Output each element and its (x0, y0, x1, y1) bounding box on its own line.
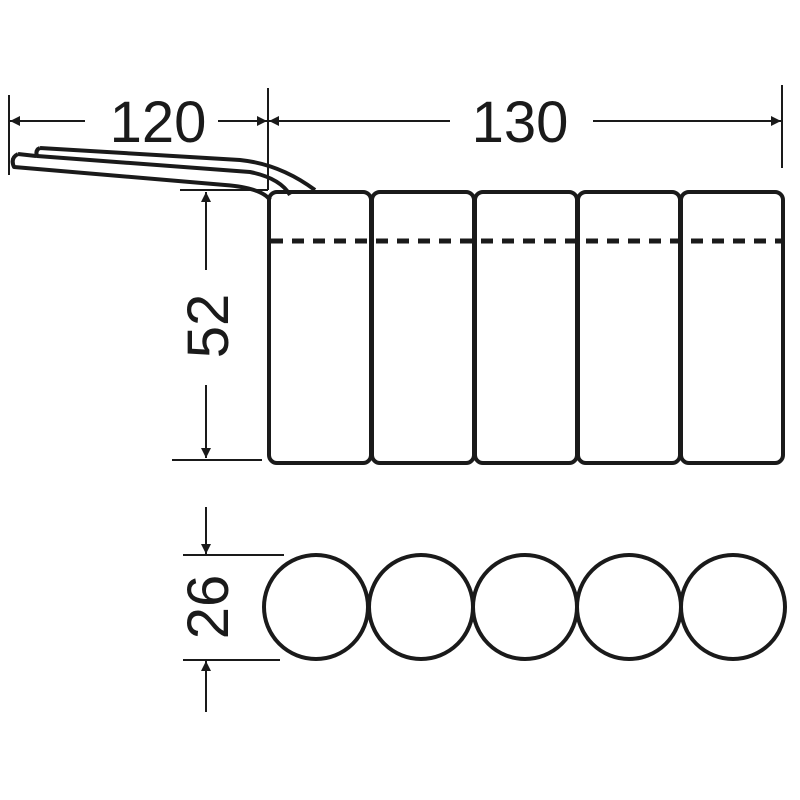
pack-length-dimension: 130 (269, 85, 783, 168)
cell-end-5 (679, 553, 787, 661)
lead-wire-outline (10, 146, 317, 202)
cells-side-view (267, 190, 785, 465)
cell-end-3 (471, 553, 579, 661)
lead-length-dimension: 120 (8, 88, 269, 190)
lead-length-label: 120 (110, 90, 207, 155)
cell-diameter-dimension: 26 (176, 507, 284, 712)
cell-side-4 (576, 190, 682, 465)
cells-end-view (262, 553, 787, 661)
cell-end-2 (367, 553, 475, 661)
lead-wires (10, 146, 317, 202)
cell-height-label: 52 (176, 294, 241, 359)
cell-side-5 (679, 190, 785, 465)
cell-end-4 (575, 553, 683, 661)
pack-length-label: 130 (472, 90, 569, 155)
cell-end-1 (262, 553, 370, 661)
cell-height-dimension: 52 (172, 189, 268, 461)
cell-side-1 (267, 190, 373, 465)
cell-diameter-label: 26 (176, 575, 241, 640)
cell-side-2 (370, 190, 476, 465)
cell-side-3 (473, 190, 579, 465)
